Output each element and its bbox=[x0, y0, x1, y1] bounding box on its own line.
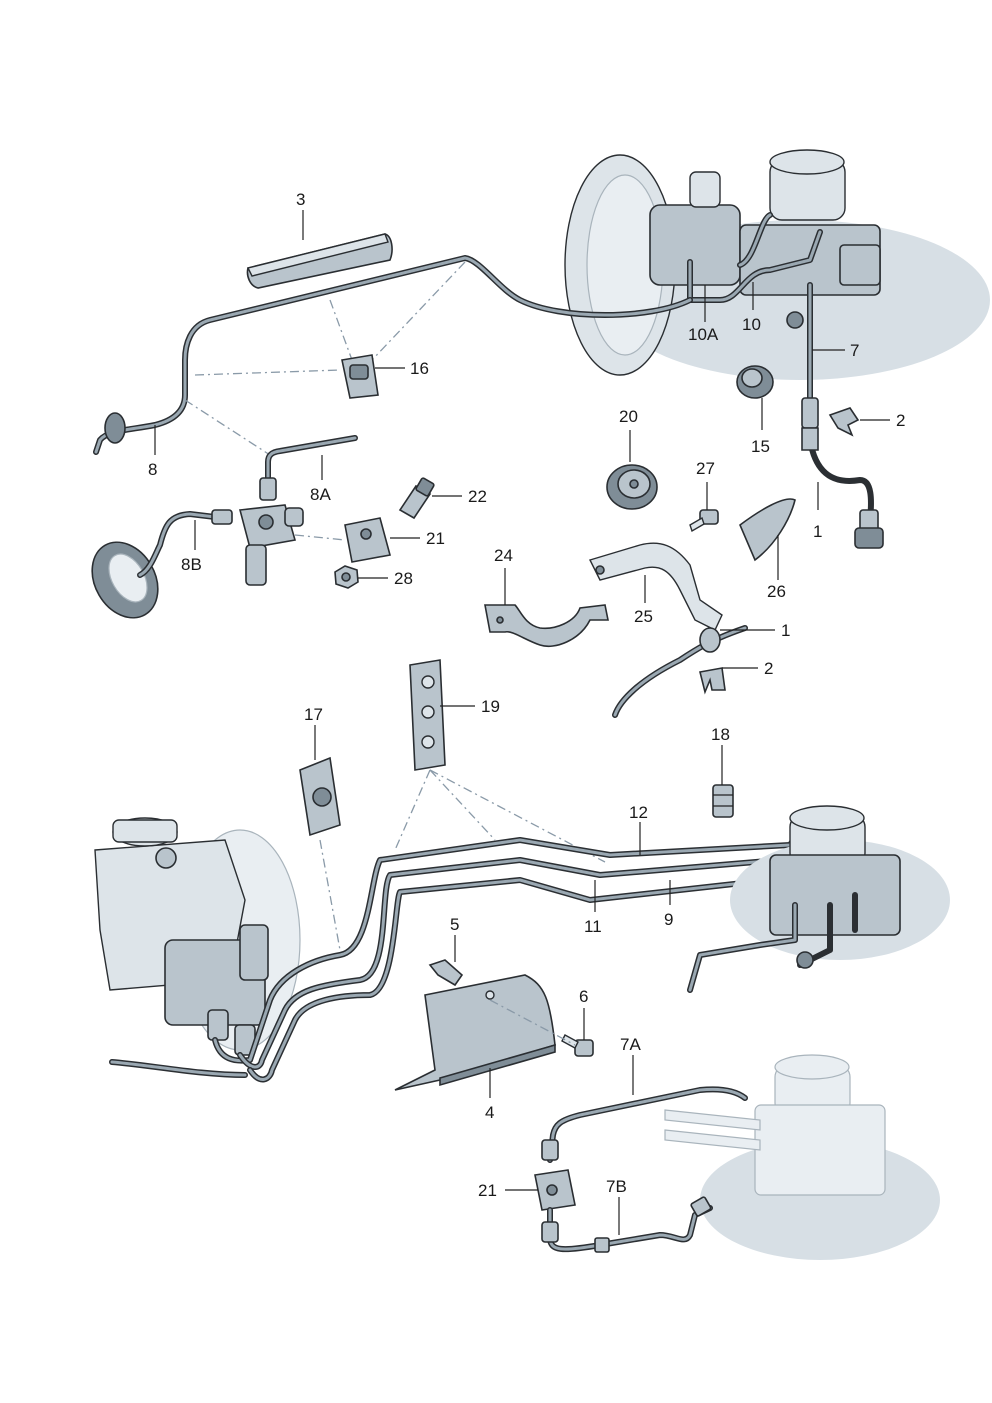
label-25: 25 bbox=[634, 607, 653, 626]
callouts: 3 16 8 8A 8B 22 21 28 20 27 24 25 26 10A… bbox=[148, 190, 905, 1235]
hose-7-1 bbox=[801, 282, 884, 549]
part-19-holder bbox=[409, 659, 446, 771]
label-19: 19 bbox=[481, 697, 500, 716]
part-8a-line bbox=[259, 435, 358, 501]
label-24: 24 bbox=[494, 546, 513, 565]
part-27-screw bbox=[689, 509, 719, 533]
part-21b-junction bbox=[534, 1169, 576, 1211]
label-20: 20 bbox=[619, 407, 638, 426]
label-8b: 8B bbox=[181, 555, 202, 574]
label-12: 12 bbox=[629, 803, 648, 822]
part-4-heat-shield bbox=[394, 974, 556, 1091]
master-cylinder-bottom bbox=[94, 817, 301, 1056]
part-8b-line bbox=[91, 509, 233, 619]
distributor-piece bbox=[238, 504, 304, 586]
part-2-clip-top bbox=[828, 407, 860, 437]
label-6: 6 bbox=[579, 987, 588, 1006]
label-8: 8 bbox=[148, 460, 157, 479]
label-1-top: 1 bbox=[813, 522, 822, 541]
label-21: 21 bbox=[426, 529, 445, 548]
part-26-bracket bbox=[739, 498, 796, 562]
part-18-clip bbox=[712, 784, 734, 818]
part-2-clip-middle bbox=[699, 667, 726, 695]
label-9: 9 bbox=[664, 910, 673, 929]
abs-unit-bottom bbox=[664, 1054, 940, 1260]
label-28: 28 bbox=[394, 569, 413, 588]
label-8a: 8A bbox=[310, 485, 331, 504]
label-7a: 7A bbox=[620, 1035, 641, 1054]
part-28-nut bbox=[334, 565, 359, 589]
part-21-junction bbox=[344, 517, 391, 563]
label-10a: 10A bbox=[688, 325, 719, 344]
part-7b-line bbox=[541, 1196, 713, 1253]
part-15-grommet bbox=[736, 365, 774, 399]
label-2-top: 2 bbox=[896, 411, 905, 430]
part-24-25-bracket bbox=[484, 542, 723, 647]
label-17: 17 bbox=[304, 705, 323, 724]
label-15: 15 bbox=[751, 437, 770, 456]
label-3: 3 bbox=[296, 190, 305, 209]
label-21-bottom: 21 bbox=[478, 1181, 497, 1200]
label-10: 10 bbox=[742, 315, 761, 334]
label-7: 7 bbox=[850, 341, 859, 360]
label-27: 27 bbox=[696, 459, 715, 478]
label-7b: 7B bbox=[606, 1177, 627, 1196]
dashed-leaders-16 bbox=[184, 261, 466, 456]
label-2-middle: 2 bbox=[764, 659, 773, 678]
part-17-clamp bbox=[299, 756, 341, 837]
label-4: 4 bbox=[485, 1103, 494, 1122]
part-22-bleeder-screw bbox=[398, 477, 435, 520]
part-5-fastener bbox=[428, 959, 464, 987]
label-22: 22 bbox=[468, 487, 487, 506]
label-18: 18 bbox=[711, 725, 730, 744]
brake-lines-9-11-12 bbox=[109, 827, 803, 1083]
label-26: 26 bbox=[767, 582, 786, 601]
label-11: 11 bbox=[584, 917, 602, 936]
label-16: 16 bbox=[410, 359, 429, 378]
dashed-leaders-19 bbox=[319, 769, 606, 951]
part-7a-line bbox=[541, 1086, 748, 1163]
label-1-middle: 1 bbox=[781, 621, 790, 640]
abs-unit-middle bbox=[687, 805, 950, 993]
part-6-screw bbox=[489, 999, 594, 1057]
label-5: 5 bbox=[450, 915, 459, 934]
part-16-clip bbox=[341, 354, 379, 399]
brake-lines-10 bbox=[687, 212, 823, 303]
part-20-buffer bbox=[606, 464, 658, 510]
part-3-sleeve bbox=[246, 233, 393, 289]
dashed-leader-21 bbox=[294, 534, 346, 541]
part-1-line-middle bbox=[612, 625, 748, 718]
booster-assembly-top bbox=[564, 149, 990, 380]
